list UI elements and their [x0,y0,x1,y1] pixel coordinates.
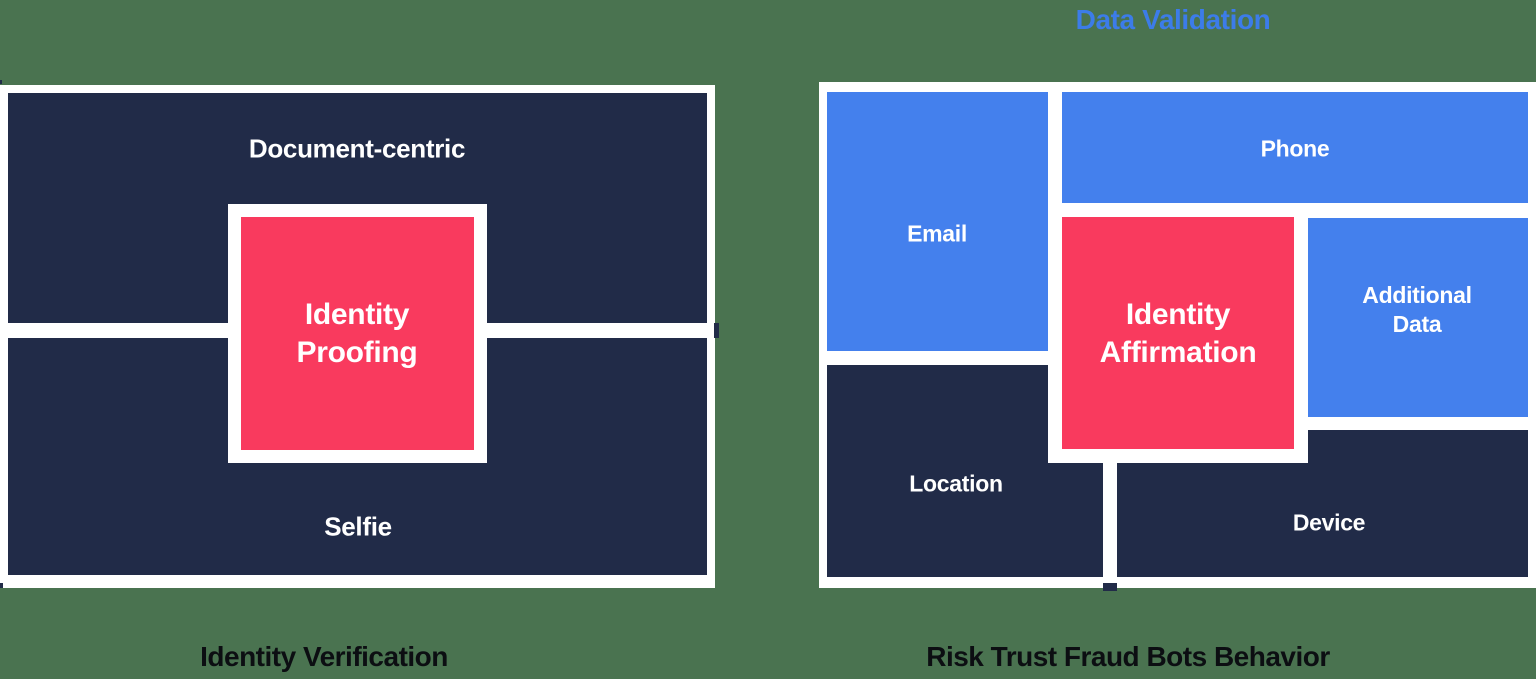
identity-affirmation-label: Identity Affirmation [1100,296,1257,372]
risk-trust-caption: Risk Trust Fraud Bots Behavior [926,641,1330,672]
identity-affirmation-line2: Affirmation [1099,336,1257,369]
identity-verification-caption: Identity Verification [200,641,448,672]
selfie-label: Selfie [324,511,392,542]
identity-verification-panel: Document-centric Identity Proofing Selfi… [0,85,715,588]
identity-proofing-label: Identity Proofing [297,296,418,372]
identity-affirmation-badge [1048,203,1308,463]
additional-data-line2: Data [1392,311,1442,337]
edge-mark-bottom [0,583,3,588]
edge-mark-top [0,80,2,84]
identity-proofing-core [241,217,474,450]
identity-proofing-badge [228,204,487,463]
additional-data-label: Additional Data [1317,281,1517,339]
email-cell [827,92,1048,351]
location-label: Location [909,470,1003,497]
additional-data-cell [1308,218,1528,417]
email-label: Email [907,220,967,247]
identity-affirmation-line1: Identity [1125,298,1231,331]
data-validation-title: Data Validation [1075,4,1271,35]
identity-affirmation-core [1062,217,1294,449]
identity-proofing-line1: Identity [304,298,410,331]
device-label: Device [1292,509,1366,536]
connector-tick-right-panel [1103,583,1117,591]
document-centric-label: Document-centric [248,133,466,164]
phone-cell [1062,92,1528,203]
additional-data-line1: Additional [1362,282,1472,308]
identity-proofing-line2: Proofing [296,336,418,369]
data-validation-panel: Email Phone Additional Data Location Dev… [819,82,1536,588]
connector-tick-left-panel [714,323,719,338]
phone-label: Phone [1260,135,1330,162]
